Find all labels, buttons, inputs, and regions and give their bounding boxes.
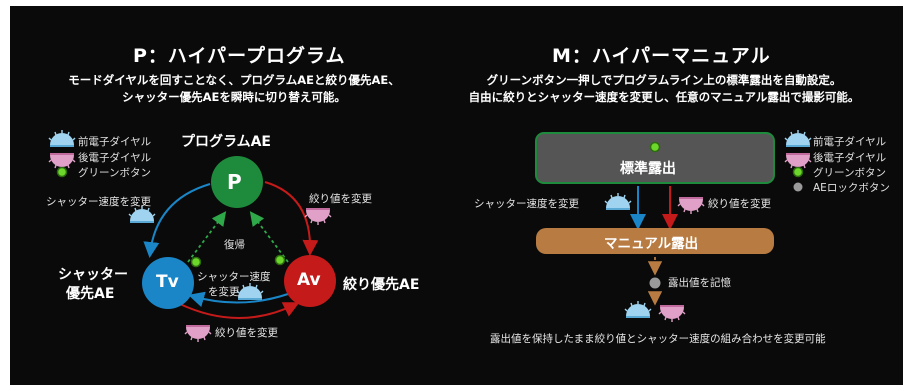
program-ae-label: プログラムAE [181,134,271,150]
aperture-priority-label: 絞り優先AE [343,277,420,293]
right-title: M：ハイパーマニュアル [552,45,771,67]
node-p-label: P [227,170,242,194]
right-aperture-label: 絞り値を変更 [708,198,771,210]
store-label: 露出値を記憶 [668,277,731,289]
right-shutter-label: シャッター速度を変更 [474,198,579,210]
inner-shutter-line2: を変更 [208,286,240,298]
arrow-tv-to-av [179,302,300,319]
legend-right-rear-dial: 後電子ダイヤル [813,152,887,164]
rear-dial-bottom-right-icon [658,304,686,323]
legend-right-ae-lock: AEロックボタン [813,182,890,194]
arrow-tv-return [187,211,227,263]
edge-aperture-bottom: 絞り値を変更 [215,327,278,339]
edge-aperture-right: 絞り値を変更 [309,193,372,205]
shutter-priority-line1: シャッター [58,267,128,283]
standard-exposure-label: 標準露出 [620,161,676,177]
ae-lock-store-icon [649,277,661,289]
manual-exposure-box [536,228,774,254]
dark-panel [10,6,903,385]
green-button-av-icon [274,254,286,266]
node-tv-label: Tv [156,272,179,292]
arrow-av-return [249,211,289,263]
node-av-label: Av [297,270,321,290]
green-button-tv-icon [190,256,202,268]
inner-shutter-line1: シャッター速度 [197,271,271,283]
arrow-p-to-tv [143,183,211,258]
left-title: P：ハイパープログラム [133,45,346,67]
green-button-icon-right [792,166,804,178]
manual-exposure-label: マニュアル露出 [604,236,699,252]
legend-right-green-button: グリーンボタン [813,167,886,179]
node-av [284,255,336,307]
legend-front-dial: 前電子ダイヤル [78,136,152,148]
bottom-note: 露出値を保持したまま絞り値とシャッター速度の組み合わせを変更可能 [490,333,826,345]
shutter-priority-line2: 優先AE [66,286,115,302]
front-dial-inner-icon [236,282,264,301]
rear-dial-manual-icon [677,196,705,215]
node-p [211,156,263,208]
right-description: グリーンボタン一押しでプログラムライン上の標準露出を自動設定。 自由に絞りとシャ… [468,73,860,104]
legend-right-front-dial: 前電子ダイヤル [813,136,887,148]
front-dial-icon [48,129,76,148]
front-dial-bottom-icon [624,300,652,319]
front-dial-manual-icon [604,192,632,211]
edge-shutter-left: シャッター速度を変更 [46,196,151,208]
left-description: モードダイヤルを回すことなく、プログラムAEと絞り優先AE、 シャッター優先AE… [68,73,400,104]
arrow-av-to-tv [188,291,289,308]
legend-green-button: グリーンボタン [78,167,151,179]
rear-dial-right-icon [304,207,332,226]
ae-lock-icon-right [793,182,803,192]
rear-dial-bottom-icon [184,324,212,343]
arrow-p-to-av [264,181,319,256]
standard-exposure-box [535,132,775,184]
node-tv [142,257,194,309]
green-button-icon [56,166,68,178]
legend-rear-dial: 後電子ダイヤル [78,152,152,164]
green-button-box-icon [649,141,661,153]
front-dial-icon-right [784,129,812,148]
return-label: 復帰 [224,239,245,251]
